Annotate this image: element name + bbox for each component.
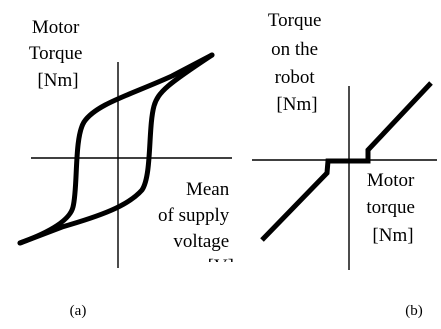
panel-b-y-label: Torque on the robot [Nm] xyxy=(268,10,326,115)
panel-a-x-label-line: of supply xyxy=(158,205,230,226)
panel-b-x-label: Motor torque [Nm] xyxy=(366,170,419,246)
panel-b-y-label-line: [Nm] xyxy=(276,94,317,115)
panel-a-x-label-line: voltage xyxy=(173,231,229,252)
panel-b-y-label-line: robot xyxy=(275,67,316,88)
panel-a: Motor Torque [Nm] Mean of supply voltage… xyxy=(17,17,240,319)
hysteresis-lower-branch xyxy=(17,52,215,246)
panel-a-x-label-bg xyxy=(156,178,236,262)
panel-b-y-label-line: Torque xyxy=(268,10,322,31)
panel-b-caption: (b) xyxy=(405,303,423,319)
panel-b: Torque on the robot [Nm] Motor torque [N… xyxy=(252,10,437,319)
panel-b-y-label-line: on the xyxy=(271,39,318,60)
panel-a-x-label-line: Mean xyxy=(186,179,230,200)
panel-b-x-label-line: Motor xyxy=(367,170,415,191)
panel-a-y-label-line: Torque xyxy=(29,43,83,64)
panel-a-y-label-line: [Nm] xyxy=(37,70,78,91)
panel-a-label-clip xyxy=(150,262,240,278)
panel-b-x-label-line: [Nm] xyxy=(372,225,413,246)
panel-b-x-label-line: torque xyxy=(366,197,415,218)
panel-a-y-label-line: Motor xyxy=(32,17,80,38)
dead-zone-curve xyxy=(260,81,433,242)
panel-b-x-label-bg xyxy=(356,165,428,193)
panel-a-y-label: Motor Torque [Nm] xyxy=(29,17,87,91)
hysteresis-upper-branch xyxy=(17,52,215,246)
panel-a-caption: (a) xyxy=(70,303,87,319)
